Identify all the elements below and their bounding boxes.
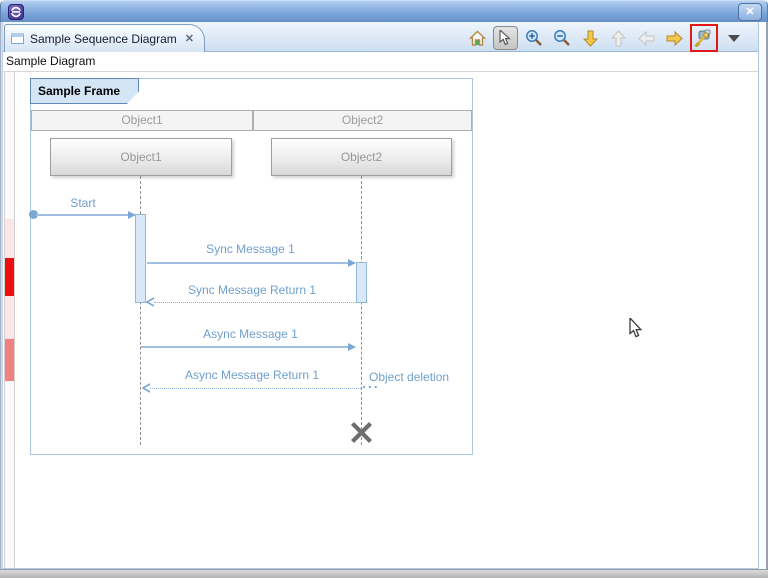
tab-title: Sample Sequence Diagram [30, 31, 177, 46]
lifeline-header-object1[interactable]: Object1 [31, 110, 253, 131]
message-line-sync1[interactable] [147, 262, 349, 264]
scroll-left-button[interactable] [636, 27, 656, 49]
arrow-left-icon [637, 30, 654, 46]
tab-close-icon[interactable]: ✕ [184, 33, 194, 45]
chevron-down-icon [728, 34, 740, 42]
sequence-diagram-editor-icon [11, 33, 24, 44]
message-label-start[interactable]: Start [70, 196, 96, 210]
sd-filters-icon [694, 29, 711, 47]
arrowhead-async1 [348, 343, 356, 351]
editor-toolbar [463, 24, 748, 52]
time-marker-salmon[interactable] [5, 339, 14, 381]
lifeline-header-object2[interactable]: Object2 [253, 110, 472, 131]
window-border-left [0, 22, 3, 570]
open-arrowhead-async-return1 [142, 383, 151, 393]
diagram-breadcrumb: Sample Diagram [3, 52, 758, 72]
scroll-down-button[interactable] [580, 27, 600, 49]
message-label-async1[interactable]: Async Message 1 [203, 327, 298, 341]
message-line-sync-return1[interactable] [154, 302, 356, 303]
message-label-async-return1[interactable]: Async Message Return 1 [184, 368, 320, 382]
arrowhead-start [128, 211, 136, 219]
sequence-frame [30, 78, 473, 455]
lifeline-object1[interactable] [140, 176, 141, 445]
object-deletion-label[interactable]: Object deletion [369, 370, 450, 384]
message-label-sync1[interactable]: Sync Message 1 [206, 242, 295, 256]
zoom-out-icon [554, 30, 570, 46]
highlight-annotation-box [690, 24, 718, 52]
home-icon [468, 30, 486, 46]
object-box-object2[interactable]: Object2 [271, 138, 452, 176]
scroll-up-button[interactable] [608, 27, 628, 49]
arrow-down-icon [582, 30, 598, 47]
editor-tabbar: Sample Sequence Diagram ✕ [3, 22, 758, 52]
tab-sample-sequence-diagram[interactable]: Sample Sequence Diagram ✕ [4, 24, 205, 52]
home-button[interactable] [467, 27, 487, 49]
message-line-async-return1[interactable] [150, 388, 361, 389]
time-marker-range[interactable] [5, 219, 14, 381]
found-message-dot [29, 210, 38, 219]
arrow-right-icon [666, 30, 683, 46]
window-border-bottom [0, 569, 768, 578]
time-marker-red[interactable] [5, 258, 14, 296]
message-line-async1[interactable] [141, 346, 349, 348]
view-menu-button[interactable] [724, 27, 744, 49]
mouse-cursor [629, 318, 643, 338]
zoom-in-icon [526, 30, 542, 46]
activation-object1[interactable] [135, 214, 146, 303]
diagram-canvas[interactable]: Sample Frame Object1 Object2 Object1 Obj… [3, 72, 758, 568]
window-close-button[interactable]: ✕ [738, 3, 762, 21]
window-border-right [758, 22, 768, 570]
zoom-out-button[interactable] [552, 27, 572, 49]
eclipse-logo-icon [8, 4, 24, 20]
destroy-x-icon[interactable] [350, 421, 373, 444]
cursor-icon [499, 30, 511, 46]
window-border-bottom-line [3, 568, 758, 569]
message-label-sync-return1[interactable]: Sync Message Return 1 [187, 283, 317, 297]
arrowhead-sync1 [348, 259, 356, 267]
window-titlebar[interactable]: ✕ [0, 0, 768, 22]
scroll-right-button[interactable] [664, 27, 684, 49]
open-arrowhead-sync-return1 [146, 297, 155, 307]
zoom-in-button[interactable] [524, 27, 544, 49]
time-compression-bar[interactable] [4, 72, 15, 568]
arrow-up-icon [610, 29, 626, 46]
sd-filters-button[interactable] [694, 27, 714, 49]
activation-object2[interactable] [356, 262, 367, 303]
frame-label[interactable]: Sample Frame [30, 78, 139, 104]
object-box-object1[interactable]: Object1 [50, 138, 232, 176]
deletion-ellipsis: ... [362, 375, 380, 391]
message-line-start[interactable] [36, 214, 128, 216]
lifeline-object2[interactable] [361, 176, 362, 445]
select-tool-button[interactable] [493, 26, 518, 50]
